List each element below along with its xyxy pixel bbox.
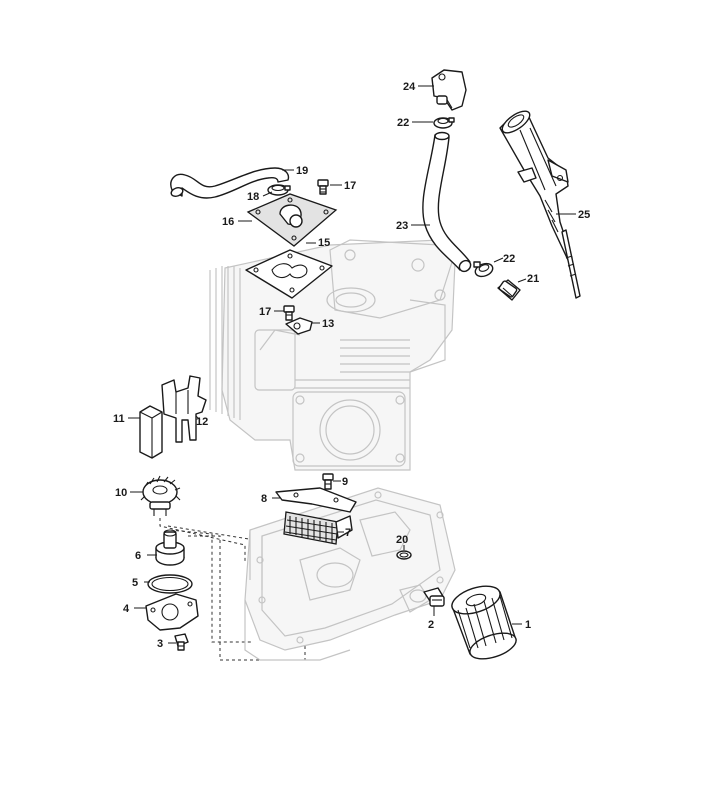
- part-12-holder: [161, 375, 207, 443]
- part-13-bracket: [285, 317, 313, 335]
- part-1-oil-filter: [451, 585, 517, 660]
- part-20-o-ring: [396, 550, 412, 560]
- part-2-nipple: [423, 587, 445, 607]
- part-25-dipstick-tube: [499, 110, 581, 299]
- callout-11: 11: [113, 413, 125, 425]
- callout-21: 21: [527, 273, 539, 285]
- callout-15: 15: [318, 237, 330, 249]
- assembly-guide-lines: [159, 510, 326, 661]
- part-5-o-ring: [147, 574, 193, 594]
- part-6-shaft-cap: [155, 529, 185, 566]
- callout-5: 5: [132, 577, 138, 589]
- part-8-bracket-plate: [275, 487, 357, 513]
- part-22-hose-clamp-top: [433, 117, 455, 129]
- part-23-breather-hose: [422, 131, 472, 273]
- callout-22-top: 22: [397, 117, 409, 129]
- part-9-screw: [322, 473, 334, 490]
- part-21-fitting: [497, 279, 521, 301]
- callout-7: 7: [345, 527, 351, 539]
- callout-23: 23: [396, 220, 408, 232]
- callout-25: 25: [578, 209, 590, 221]
- callout-2: 2: [428, 619, 434, 631]
- part-16-breather-cover: [246, 193, 338, 247]
- callout-22-lower: 22: [503, 253, 515, 265]
- part-11-foam-block: [139, 405, 163, 459]
- part-24-breather-cap: [431, 69, 467, 111]
- callout-17-top: 17: [344, 180, 356, 192]
- part-4-cover-plate: [145, 593, 199, 631]
- callout-12: 12: [196, 416, 208, 428]
- callout-1: 1: [525, 619, 531, 631]
- part-17-screw-lower: [283, 305, 295, 321]
- callout-3: 3: [157, 638, 163, 650]
- part-19-vent-hose: [170, 167, 290, 199]
- crankcase-base: [244, 487, 456, 661]
- callout-9: 9: [342, 476, 348, 488]
- callout-6: 6: [135, 550, 141, 562]
- part-10-governor-gear: [140, 475, 181, 516]
- callout-17-lower: 17: [259, 306, 271, 318]
- callout-18: 18: [247, 191, 259, 203]
- callout-19: 19: [296, 165, 308, 177]
- callout-24: 24: [403, 81, 416, 93]
- callout-4: 4: [123, 603, 130, 615]
- part-18-hose-clamp: [267, 184, 291, 196]
- callout-10: 10: [115, 487, 127, 499]
- part-22-hose-clamp-lower: [473, 261, 494, 278]
- ghost-engine-block: [209, 239, 456, 471]
- callout-16: 16: [222, 216, 234, 228]
- part-17-screw-top: [317, 179, 329, 195]
- part-15-gasket: [245, 249, 333, 299]
- callout-8: 8: [261, 493, 267, 505]
- callout-20: 20: [396, 534, 408, 546]
- part-3-bolt: [174, 633, 189, 651]
- callout-13: 13: [322, 318, 334, 330]
